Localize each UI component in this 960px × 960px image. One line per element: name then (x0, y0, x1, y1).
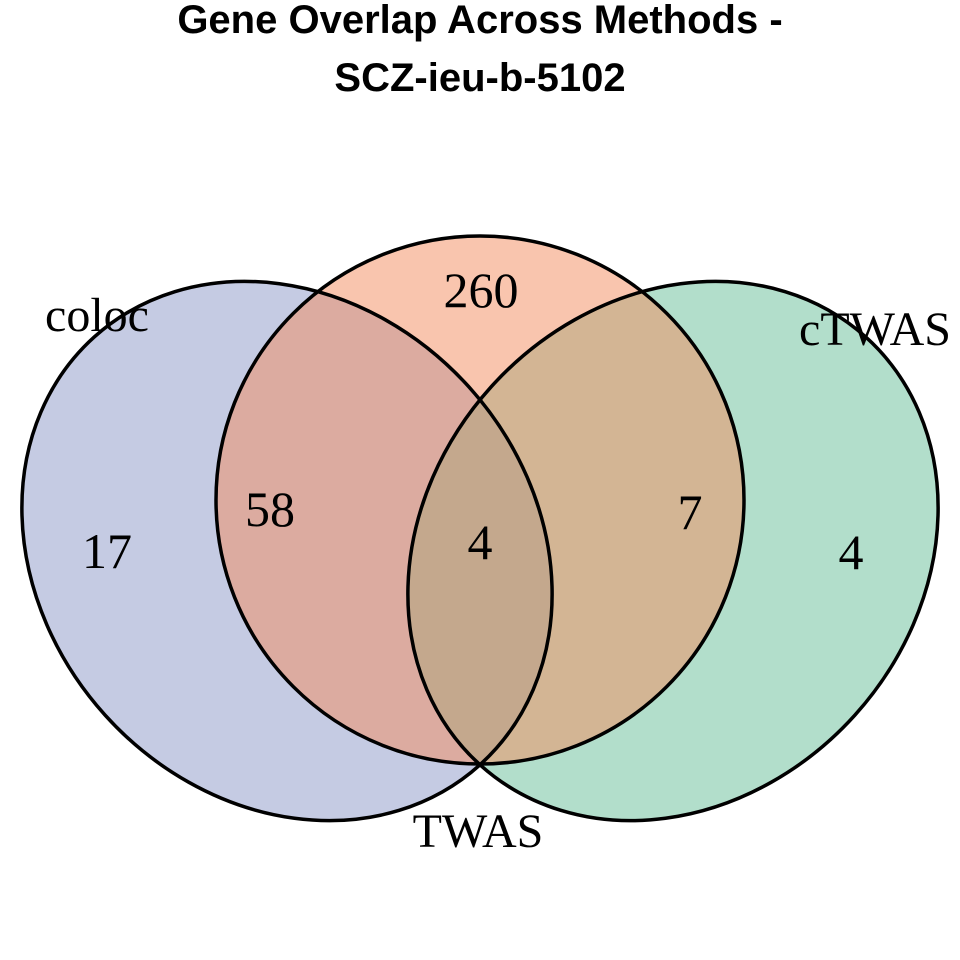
region-counts: 17 260 4 58 7 4 (82, 262, 864, 580)
chart-title: Gene Overlap Across Methods - SCZ-ieu-b-… (177, 0, 782, 100)
twas-ctwas-overlap-count: 7 (678, 484, 703, 540)
twas-set-outline (214, 234, 746, 766)
venn-fills (21, 236, 939, 821)
ctwas-set-label: cTWAS (799, 303, 951, 356)
ctwas-only-count: 4 (839, 524, 864, 580)
twas-set-shape (216, 236, 744, 764)
chart-title-line-2: SCZ-ieu-b-5102 (334, 56, 625, 100)
twas-set-label: TWAS (413, 805, 544, 858)
venn-outlines (20, 234, 940, 823)
coloc-only-count: 17 (82, 523, 132, 579)
twas-only-count: 260 (444, 262, 519, 318)
set-labels: coloc cTWAS TWAS (45, 289, 951, 858)
chart-title-line-1: Gene Overlap Across Methods - (177, 0, 782, 42)
coloc-set-label: coloc (45, 289, 149, 342)
triple-overlap-count: 4 (468, 514, 493, 570)
coloc-twas-overlap-count: 58 (245, 481, 295, 537)
